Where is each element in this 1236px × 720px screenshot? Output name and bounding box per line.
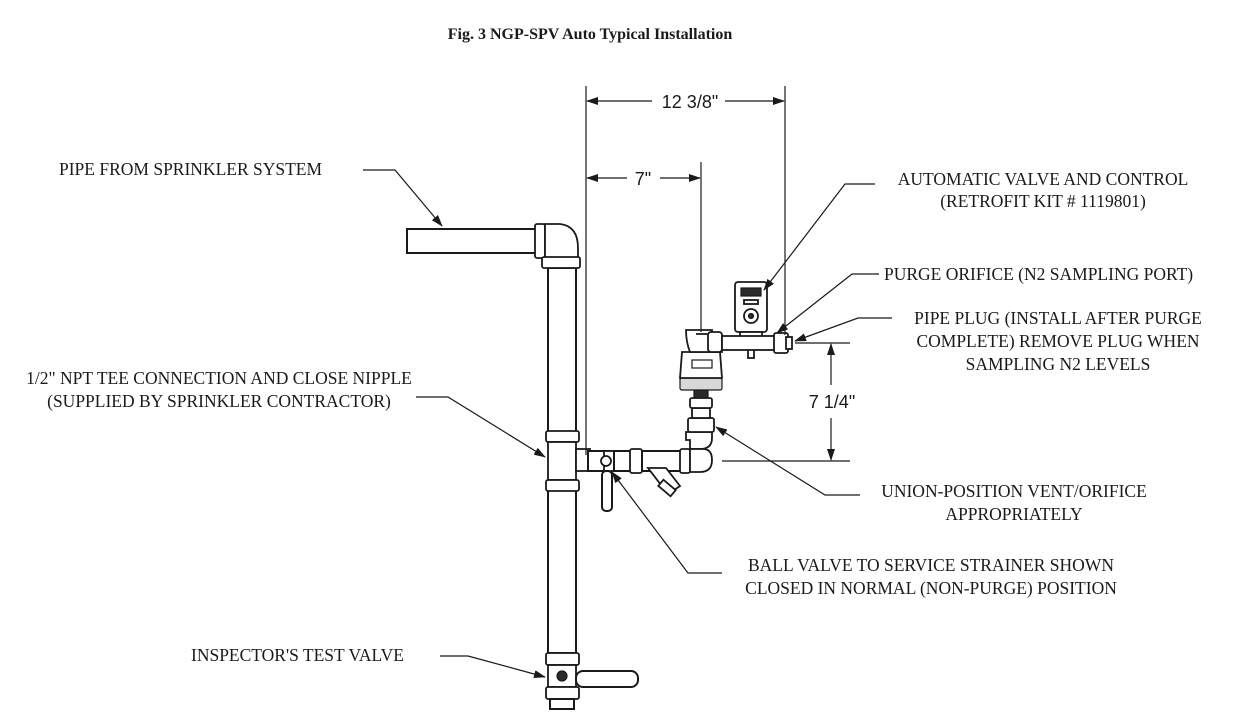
leader-auto-valve <box>763 183 875 291</box>
label-pipe-plug-line1: PIPE PLUG (INSTALL AFTER PURGE <box>914 308 1202 328</box>
y-strainer <box>613 448 691 498</box>
label-pipe-from-sprinkler: PIPE FROM SPRINKLER SYSTEM <box>59 159 322 179</box>
dimension-overall-label: 12 3/8" <box>662 92 718 112</box>
leader-union <box>715 426 860 496</box>
dimension-inner-label: 7" <box>635 169 651 189</box>
figure-title: Fig. 3 NGP-SPV Auto Typical Installation <box>448 26 733 43</box>
label-purge-orifice: PURGE ORIFICE (N2 SAMPLING PORT) <box>884 264 1193 284</box>
leader-pipe-from-sprinkler <box>363 169 443 227</box>
label-pipe-plug-line3: SAMPLING N2 LEVELS <box>966 354 1151 374</box>
label-inspector-valve: INSPECTOR'S TEST VALVE <box>191 645 404 665</box>
valve-controller <box>721 281 793 359</box>
leader-pipe-plug <box>794 317 892 342</box>
leader-purge-orifice <box>776 273 879 334</box>
label-tee-line2: (SUPPLIED BY SPRINKLER CONTRACTOR) <box>47 391 391 411</box>
label-union-line2: APPROPRIATELY <box>945 504 1083 524</box>
label-tee-line1: 1/2" NPT TEE CONNECTION AND CLOSE NIPPLE <box>26 368 412 388</box>
label-ball-valve-line1: BALL VALVE TO SERVICE STRAINER SHOWN <box>748 555 1114 575</box>
tee-fitting <box>545 430 591 492</box>
automatic-valve <box>679 329 723 391</box>
sprinkler-riser-pipe <box>547 267 577 654</box>
ball-valve <box>587 450 615 512</box>
label-auto-valve-line1: AUTOMATIC VALVE AND CONTROL <box>898 169 1189 189</box>
label-union-line1: UNION-POSITION VENT/ORIFICE <box>881 481 1147 501</box>
branch-elbow <box>685 431 713 473</box>
leader-inspector-valve <box>440 655 546 678</box>
label-auto-valve-line2: (RETROFIT KIT # 1119801) <box>940 191 1146 211</box>
leader-tee <box>416 396 546 458</box>
dimension-overall-width: 12 3/8" <box>585 86 786 455</box>
union-fitting <box>687 389 715 433</box>
inspectors-test-valve <box>545 652 639 710</box>
dimension-height: 7 1/4" <box>722 342 855 462</box>
sprinkler-inlet-pipe <box>406 223 581 269</box>
leader-ball-valve <box>611 471 722 574</box>
dimension-height-label: 7 1/4" <box>809 392 855 412</box>
label-pipe-plug-line2: COMPLETE) REMOVE PLUG WHEN <box>916 331 1199 351</box>
label-ball-valve-line2: CLOSED IN NORMAL (NON-PURGE) POSITION <box>745 578 1117 598</box>
dimension-inner-width: 7" <box>586 162 702 332</box>
